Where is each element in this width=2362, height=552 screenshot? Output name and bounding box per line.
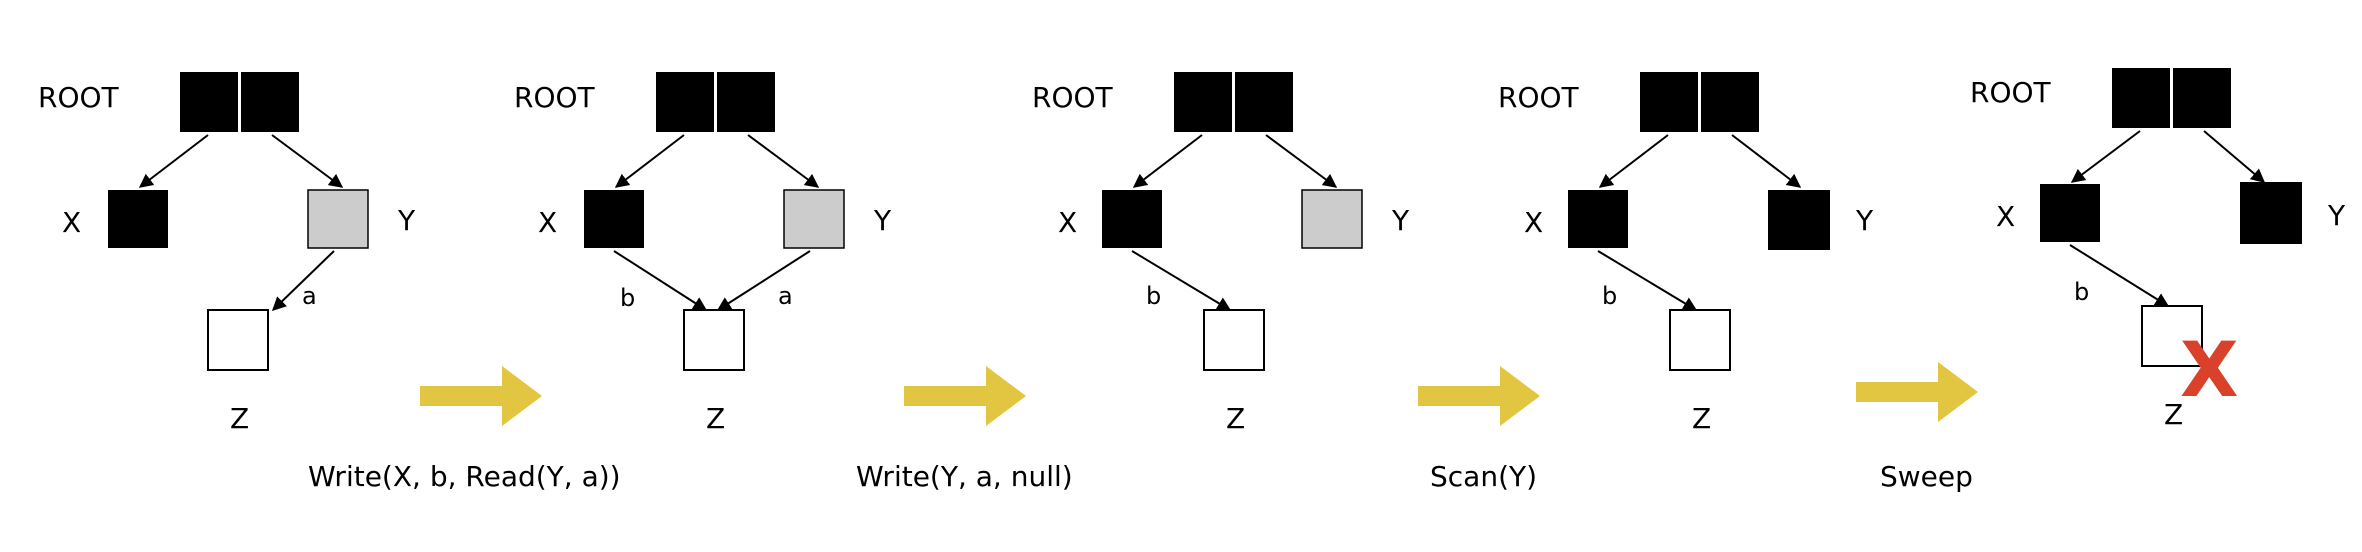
edge-a-label: a: [302, 282, 317, 310]
node-y: [307, 189, 369, 249]
root-label: ROOT: [1032, 81, 1114, 114]
root-node-right: [1701, 72, 1759, 132]
root-label: ROOT: [514, 81, 596, 114]
node-y-label: Y: [1391, 204, 1410, 237]
node-y: [1768, 190, 1830, 250]
step-arrow: [1418, 366, 1540, 426]
node-x: [2040, 184, 2100, 242]
edge-root-x: [1132, 134, 1203, 188]
node-x-label: X: [1058, 206, 1077, 239]
edge-b-label: b: [1146, 282, 1161, 310]
node-z: [1203, 309, 1265, 371]
root-node-left: [1640, 72, 1698, 132]
step-arrow: [1856, 362, 1978, 422]
edge-root-y: [747, 134, 820, 188]
step-caption: Sweep: [1880, 460, 1973, 493]
node-z-label: Z: [2164, 398, 2183, 431]
edge-x-z: [613, 250, 708, 311]
node-z: [1669, 309, 1731, 371]
root-node-left: [1174, 72, 1232, 132]
root-node-left: [180, 72, 238, 132]
edge-root-x: [1598, 134, 1669, 188]
node-x: [584, 190, 644, 248]
step-caption: Write(Y, a, null): [856, 460, 1073, 493]
stage-4: ROOT X Y b Z: [1498, 72, 1874, 435]
node-z: [207, 309, 269, 371]
node-z-label: Z: [1692, 402, 1711, 435]
stage-3: ROOT X Y b Z: [1032, 72, 1410, 435]
delete-mark-icon: X: [2180, 325, 2239, 414]
step-arrow: [904, 366, 1026, 426]
node-x-label: X: [62, 206, 81, 239]
root-label: ROOT: [38, 81, 120, 114]
node-y: [783, 189, 845, 249]
edge-root-y: [1731, 134, 1802, 188]
node-x: [1568, 190, 1628, 248]
edge-root-y: [271, 134, 344, 188]
edge-y-z: [271, 250, 335, 311]
node-z-label: Z: [706, 402, 725, 435]
edge-b-label: b: [2074, 278, 2089, 306]
node-z: [2141, 305, 2203, 367]
root-node-right: [717, 72, 775, 132]
edge-root-y: [2203, 130, 2266, 183]
root-node-left: [2112, 68, 2170, 128]
node-y-label: Y: [1855, 204, 1874, 237]
step-arrow: [420, 366, 542, 426]
edge-a-label: a: [778, 282, 793, 310]
edge-x-z: [2069, 244, 2170, 307]
edge-x-z: [1597, 250, 1698, 311]
node-y: [2240, 182, 2302, 244]
node-y-label: Y: [397, 204, 416, 237]
node-y-label: Y: [873, 204, 892, 237]
edge-root-y: [1265, 134, 1338, 188]
step-caption: Scan(Y): [1430, 460, 1537, 493]
root-node-right: [241, 72, 299, 132]
stage-1: ROOT X Y a Z: [38, 72, 416, 435]
edge-y-z: [716, 250, 811, 311]
stage-5: ROOT X Y b Z X: [1970, 68, 2346, 431]
node-x-label: X: [1996, 200, 2015, 233]
root-node-right: [2173, 68, 2231, 128]
edge-root-x: [138, 134, 209, 188]
root-node-right: [1235, 72, 1293, 132]
stage-2: ROOT X Y b a Z: [514, 72, 892, 435]
node-x: [1102, 190, 1162, 248]
edge-x-z: [1131, 250, 1232, 311]
root-node-left: [656, 72, 714, 132]
step-caption: Write(X, b, Read(Y, a)): [308, 460, 621, 493]
node-x: [108, 190, 168, 248]
node-z-label: Z: [1226, 402, 1245, 435]
root-label: ROOT: [1970, 76, 2052, 109]
node-x-label: X: [538, 206, 557, 239]
node-z-label: Z: [230, 402, 249, 435]
edge-b-label: b: [1602, 282, 1617, 310]
node-y: [1301, 189, 1363, 249]
root-label: ROOT: [1498, 81, 1580, 114]
edge-root-x: [614, 134, 685, 188]
node-z: [683, 309, 745, 371]
edge-b-label: b: [620, 284, 635, 312]
edge-root-x: [2070, 130, 2141, 183]
node-y-label: Y: [2327, 199, 2346, 232]
node-x-label: X: [1524, 206, 1543, 239]
